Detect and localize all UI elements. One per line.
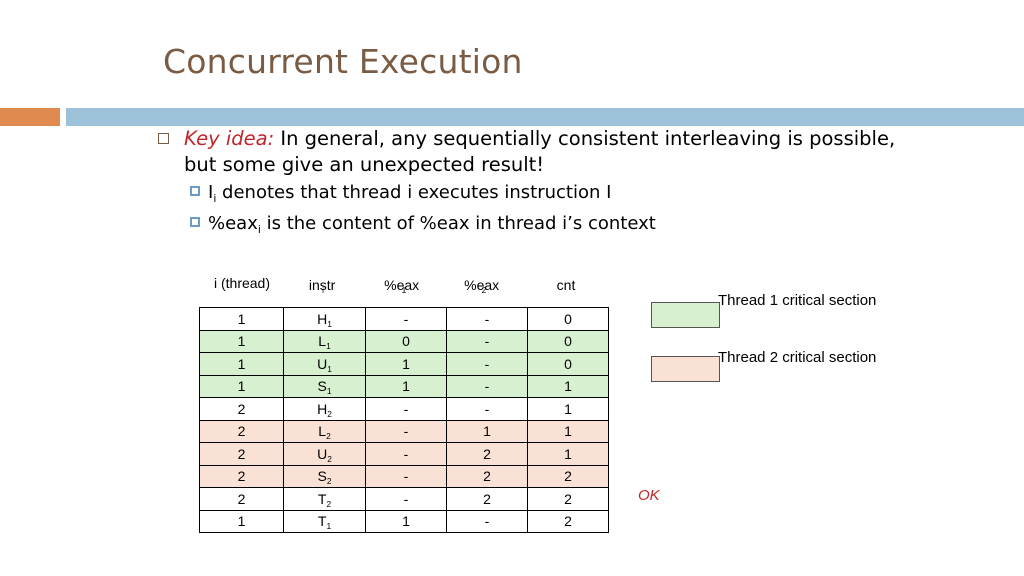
key-idea-label: Key idea: bbox=[184, 127, 275, 150]
cell-instr: L1 bbox=[283, 329, 366, 353]
cell-eax1: 1 bbox=[365, 374, 447, 398]
cell-cnt: 0 bbox=[527, 329, 609, 353]
key-idea-text: In general, any sequentially consistent … bbox=[184, 127, 896, 176]
legend-swatch-thread1 bbox=[651, 302, 720, 328]
cell-cnt: 1 bbox=[527, 397, 609, 421]
cell-eax1: 0 bbox=[365, 329, 447, 353]
slide-title: Concurrent Execution bbox=[163, 42, 523, 81]
cell-eax1: - bbox=[365, 442, 447, 466]
sub-bullet-subscript: i bbox=[257, 222, 261, 236]
sub-bullet-prefix: %eax bbox=[208, 213, 258, 234]
legend-label-thread2: Thread 2 critical section bbox=[718, 349, 877, 366]
cell-thread: 2 bbox=[199, 487, 284, 511]
cell-eax1: 1 bbox=[365, 509, 447, 533]
sub-bullet-eax: %eaxi is the content of %eax in thread i… bbox=[190, 212, 656, 236]
cell-eax2: 2 bbox=[446, 442, 528, 466]
square-bullet-icon bbox=[190, 186, 200, 196]
cell-eax1: - bbox=[365, 419, 447, 443]
cell-thread: 2 bbox=[199, 419, 284, 443]
sub-bullet-text: is the content of %eax in thread i’s con… bbox=[266, 213, 656, 234]
cell-eax2: 2 bbox=[446, 464, 528, 488]
cell-instr: S2 bbox=[283, 464, 366, 488]
cell-eax1: - bbox=[365, 464, 447, 488]
cell-eax2: - bbox=[446, 307, 528, 331]
cell-eax1: - bbox=[365, 487, 447, 511]
cell-cnt: 1 bbox=[527, 442, 609, 466]
main-bullet: Key idea: In general, any sequentially c… bbox=[158, 126, 898, 178]
cell-instr: U2 bbox=[283, 442, 366, 466]
cell-thread: 1 bbox=[199, 329, 284, 353]
cell-instr: T2 bbox=[283, 487, 366, 511]
cell-cnt: 1 bbox=[527, 419, 609, 443]
cell-cnt: 1 bbox=[527, 374, 609, 398]
sub-bullet-subscript: i bbox=[213, 191, 217, 205]
sub-bullet-instr: Ii denotes that thread i executes instru… bbox=[190, 181, 611, 205]
cell-cnt: 2 bbox=[527, 464, 609, 488]
cell-cnt: 2 bbox=[527, 487, 609, 511]
cell-instr: U1 bbox=[283, 352, 366, 376]
cell-thread: 1 bbox=[199, 374, 284, 398]
cell-thread: 1 bbox=[199, 307, 284, 331]
cell-instr: L2 bbox=[283, 419, 366, 443]
cell-eax2: 1 bbox=[446, 419, 528, 443]
ok-annotation: OK bbox=[638, 487, 660, 504]
cell-thread: 1 bbox=[199, 352, 284, 376]
legend-swatch-thread2 bbox=[651, 356, 720, 382]
square-bullet-icon bbox=[158, 133, 169, 144]
cell-eax1: - bbox=[365, 397, 447, 421]
cell-eax1: 1 bbox=[365, 352, 447, 376]
main-bullet-text: Key idea: In general, any sequentially c… bbox=[184, 126, 898, 178]
cell-thread: 2 bbox=[199, 442, 284, 466]
cell-thread: 2 bbox=[199, 397, 284, 421]
cell-eax2: 2 bbox=[446, 487, 528, 511]
cell-thread: 2 bbox=[199, 464, 284, 488]
cell-cnt: 2 bbox=[527, 509, 609, 533]
cell-thread: 1 bbox=[199, 509, 284, 533]
cell-eax2: - bbox=[446, 374, 528, 398]
legend-label-thread1: Thread 1 critical section bbox=[718, 292, 877, 309]
cell-instr: H1 bbox=[283, 307, 366, 331]
cell-eax2: - bbox=[446, 509, 528, 533]
sub-bullet-prefix: I bbox=[208, 182, 214, 203]
cell-eax2: - bbox=[446, 352, 528, 376]
cell-instr: H2 bbox=[283, 397, 366, 421]
cell-cnt: 0 bbox=[527, 307, 609, 331]
header-accent-bar bbox=[0, 108, 60, 126]
square-bullet-icon bbox=[190, 217, 200, 227]
cell-eax2: - bbox=[446, 397, 528, 421]
cell-eax1: - bbox=[365, 307, 447, 331]
cell-cnt: 0 bbox=[527, 352, 609, 376]
cell-instr: T1 bbox=[283, 509, 366, 533]
cell-eax2: - bbox=[446, 329, 528, 353]
cell-instr: S1 bbox=[283, 374, 366, 398]
sub-bullet-text: denotes that thread i executes instructi… bbox=[222, 182, 612, 203]
header-divider-bar bbox=[66, 108, 1024, 126]
